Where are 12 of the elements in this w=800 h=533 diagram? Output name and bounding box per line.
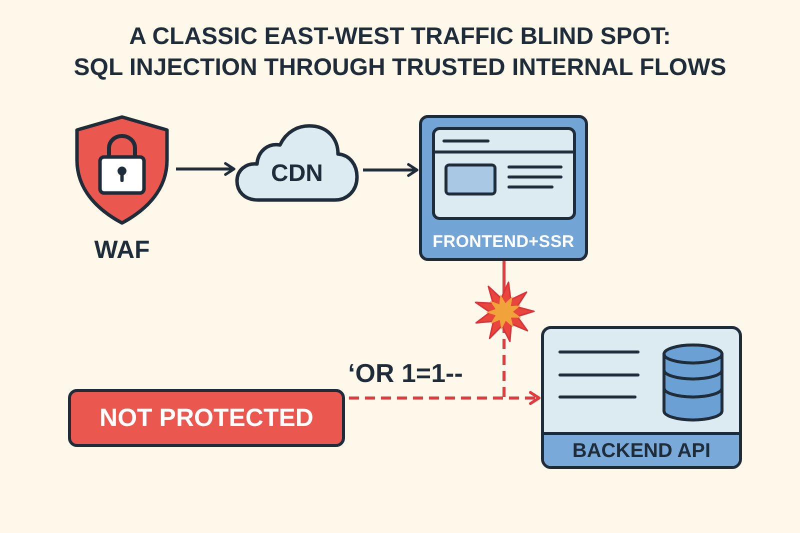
dashed-arrow	[349, 391, 540, 405]
arrow	[176, 162, 236, 176]
frontend-panel	[419, 115, 588, 261]
node-label: BACKEND API	[572, 438, 711, 462]
diagram-title: A CLASSIC EAST-WEST TRAFFIC BLIND SPOT: SQL INJECTION THROUGH TRUSTED INTERNAL FLOWS	[74, 22, 726, 83]
api-panel	[541, 326, 742, 469]
node-label: CDN	[271, 160, 323, 188]
node-label: NOT PROTECTED	[100, 403, 314, 433]
node-label: FRONTEND+SSR	[432, 231, 574, 253]
node-label: WAF	[94, 235, 150, 265]
alert-banner	[68, 389, 345, 447]
arrow	[363, 163, 418, 177]
